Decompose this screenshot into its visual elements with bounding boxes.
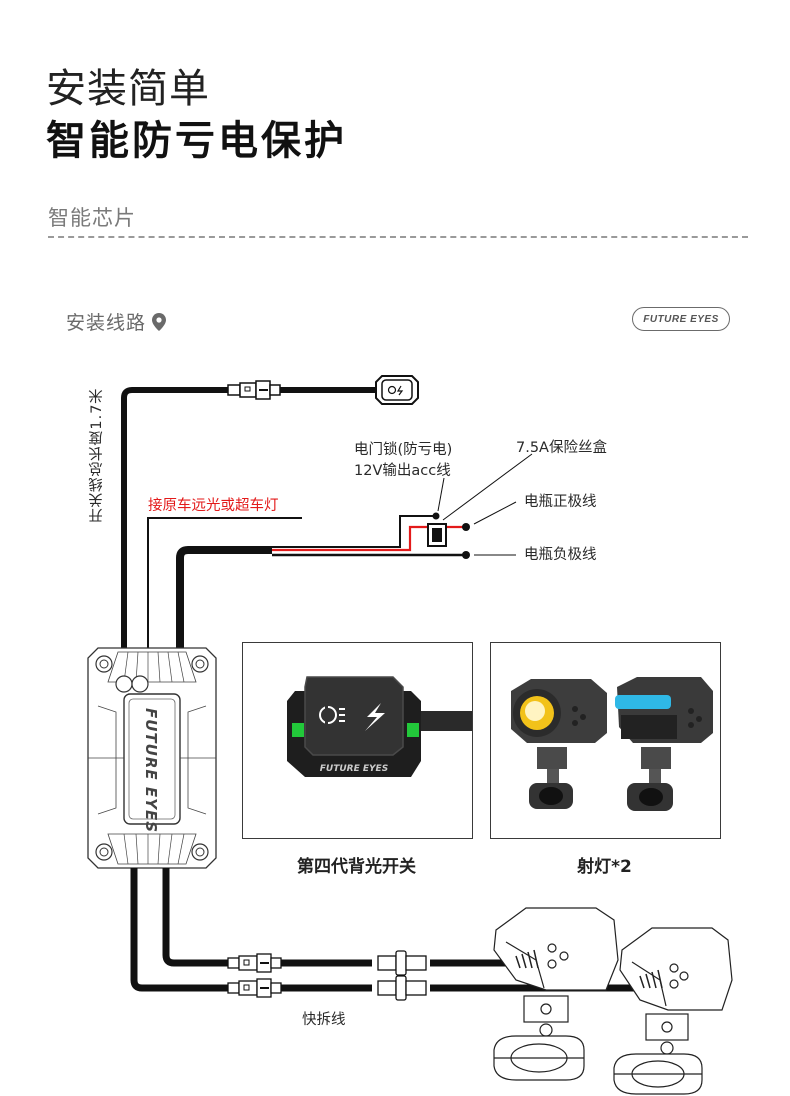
spotlights-photo	[490, 642, 721, 839]
control-module: FUTURE EYES	[87, 647, 217, 869]
spotlights-image	[511, 677, 713, 811]
quick-connector-male-1	[227, 953, 282, 973]
quick-connector-female-2	[377, 975, 427, 1001]
quick-release-label: 快拆线	[302, 1012, 346, 1028]
light-cable-1	[162, 868, 230, 967]
acc-wire	[272, 515, 436, 548]
switch-cable-length-label: 开关线总长度1.7米	[89, 388, 105, 523]
section-label: 智能芯片	[48, 206, 136, 230]
brand-logo: FUTURE EYES	[632, 307, 730, 331]
map-pin-icon	[152, 312, 167, 331]
switch-miniature	[375, 375, 419, 405]
quick-connector-male-2	[227, 978, 282, 998]
section-divider	[48, 236, 748, 238]
backlight-led-right	[407, 723, 419, 737]
page-title: 智能防亏电保护	[46, 118, 347, 164]
spotlights-caption: 射灯*2	[577, 857, 632, 877]
spotlight-drawing-2	[613, 927, 733, 1095]
power-cable	[176, 546, 272, 660]
negative-label: 电瓶负极线	[524, 547, 597, 563]
high-beam-label: 接原车远光或超车灯	[148, 498, 279, 514]
subtitle: 安装简单	[46, 66, 210, 112]
install-route-heading: 安装线路	[66, 308, 167, 335]
install-route-label: 安装线路	[66, 312, 147, 334]
switch-cable-connector	[227, 380, 281, 400]
backlight-led-left	[292, 723, 304, 737]
acc-label-line2: 12V输出acc线	[354, 463, 451, 479]
switch-logo: FUTURE EYES	[320, 764, 388, 774]
fuse-label: 7.5A保险丝盒	[516, 440, 607, 456]
positive-wire	[272, 525, 430, 552]
light-cable-2	[130, 868, 230, 992]
switch-caption: 第四代背光开关	[297, 857, 416, 877]
spotlight-drawing-1	[493, 907, 619, 1081]
switch-photo: FUTURE EYES	[242, 642, 473, 839]
positive-label: 电瓶正极线	[524, 494, 597, 510]
module-logo: FUTURE EYES	[142, 708, 160, 833]
switch-cable	[121, 387, 380, 660]
quick-connector-female-1	[377, 950, 427, 976]
acc-label-line1: 电门锁(防亏电)	[354, 442, 453, 458]
high-beam-wire	[147, 517, 302, 660]
backlit-switch-image: FUTURE EYES	[287, 676, 472, 777]
